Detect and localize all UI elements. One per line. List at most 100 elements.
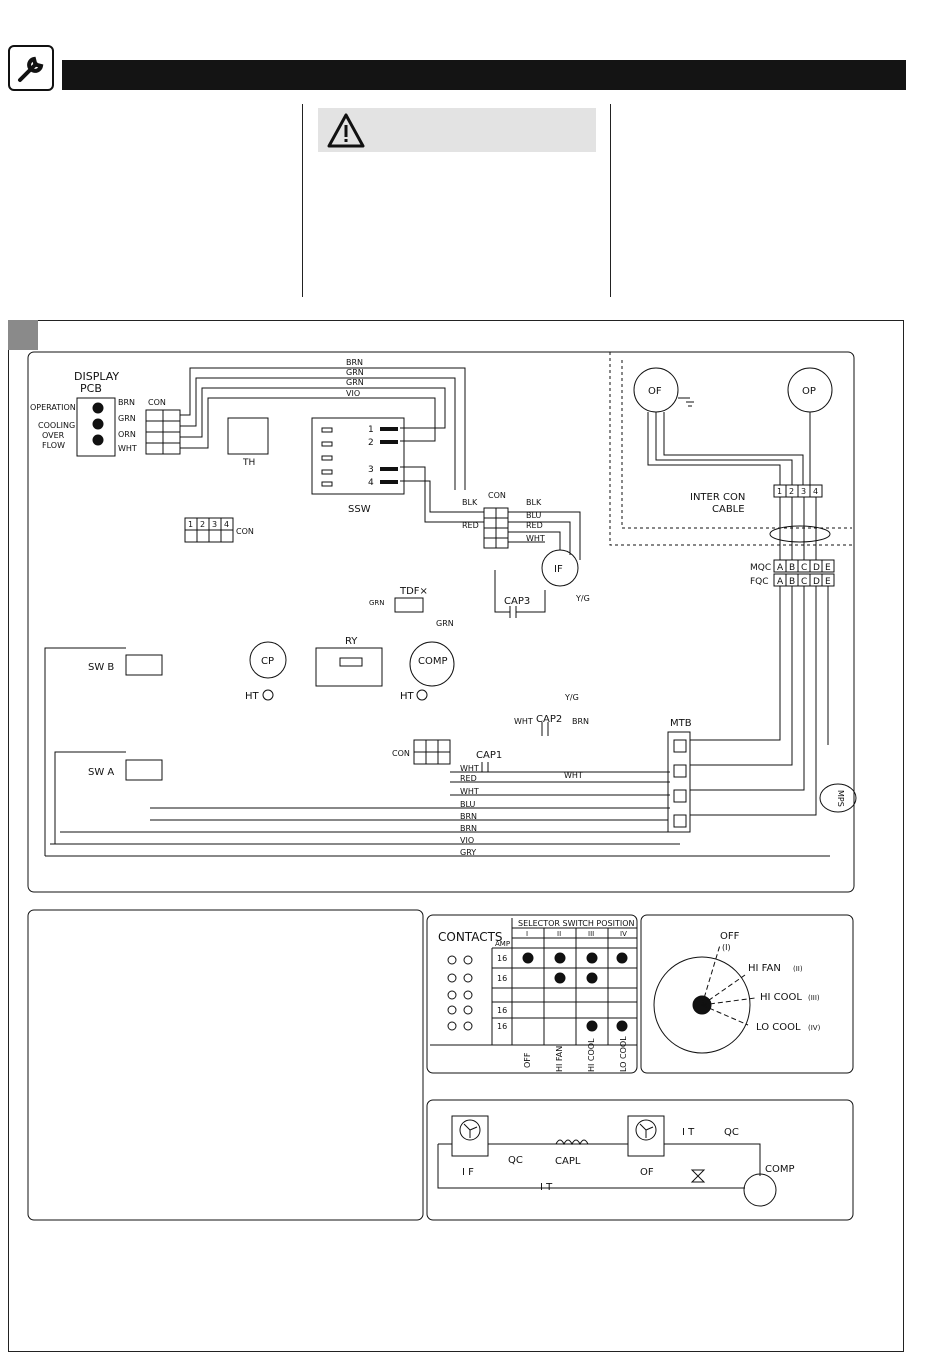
wrench-icon [8,45,54,91]
con-label: CON [392,749,410,758]
top-wire-bundle [180,367,466,490]
dial-hi-fan: HI FAN [748,963,781,974]
wire-label: WHT [118,444,137,453]
con-label: CON [488,491,506,500]
contact-closed-dot [616,1020,628,1032]
wire-label: WHT [460,787,479,796]
contact-closed-dot [586,1020,598,1032]
footer-hi-cool: HI COOL [587,1038,596,1072]
over-label: OVER [42,431,65,440]
display-pcb-box [76,397,116,457]
wire-label: GRY [460,848,476,857]
position-label: II [557,930,561,938]
wire-label: Y/G [575,594,590,603]
con-label: CON [236,527,254,536]
amp-value: 16 [497,974,507,983]
ssw-label: SSW [348,504,371,515]
con-label: CON [148,398,166,407]
mtb-terminals [673,739,687,828]
position-label: IV [620,930,627,938]
column-divider-right [610,104,611,297]
pin-letter: B [789,577,795,587]
amp-label: AMP [495,940,510,948]
wire-label: RED [460,774,477,783]
selector-position-header: SELECTOR SWITCH POSITION [518,919,635,928]
dial-lo-cool: LO COOL [756,1022,801,1033]
indoor-fan-motor [541,549,579,587]
wire-label: Y/G [564,693,579,702]
column-divider-left [302,104,303,297]
ht-label: HT [245,691,260,702]
switch-a-label: SW A [88,767,114,778]
wire-label: GRN [346,368,364,377]
ssw-terminal: 2 [368,438,374,448]
selector-table [430,918,637,1046]
figure-frame [8,320,904,1352]
compressor-connector [413,739,451,765]
refrig-it-label-2: I T [540,1182,553,1193]
compressor-motor [409,641,455,687]
inter-con-cable-label: INTER CON [690,492,745,503]
wire-label: GRN [346,378,364,387]
wire-label: ORN [118,430,136,439]
pin-number: 2 [200,520,205,529]
pin-letter: E [825,577,831,587]
refrig-if-label: I F [462,1167,474,1178]
thermostat-box [227,417,269,455]
switch-a-box [125,759,163,781]
selector-dial-panel [640,914,854,1074]
cap3-label: CAP3 [504,596,530,607]
dial-off-pos: (I) [722,943,731,952]
pin-letter: A [777,563,784,573]
relay-box [315,647,383,687]
cooling-label: COOLING [38,421,75,430]
wire-label: BRN [460,812,477,821]
notes-panel [27,909,424,1221]
outdoor-boundary [609,352,852,546]
cp-label: CP [261,656,274,667]
pin-number: 1 [777,487,782,496]
relay-coil [339,657,363,667]
selector-table-panel [426,914,638,1074]
wrench-glyph [18,56,44,82]
pin-letter: B [789,563,795,573]
amp-value: 16 [497,1022,507,1031]
ssw-terminal: 1 [368,425,374,435]
selector-switch-box [311,417,405,495]
ssw-terminal: 3 [368,465,374,475]
display-pcb-label: DISPLAY [74,370,119,383]
refrig-it-label: I T [682,1127,695,1138]
wire-label: BRN [118,398,135,407]
op-label: OP [802,386,816,397]
outdoor-inner-boundary [621,360,852,529]
wire-label: BLU [526,511,542,520]
wire-label: GRN [118,414,136,423]
pin-number: 4 [813,487,818,496]
warning-panel [318,108,596,152]
cap1-label: CAP1 [476,750,502,761]
footer-lo-cool: LO COOL [619,1036,628,1072]
main-terminal-block [667,731,691,833]
mqc-label: MQC [750,563,771,573]
wire-label: GRN [436,619,454,628]
contact-closed-dot [554,972,566,984]
fan-icon [459,1119,481,1141]
contact-symbols [447,955,473,1031]
wire-label: BRN [346,358,363,367]
led-overflow [92,434,104,446]
refrig-of-label: OF [640,1167,654,1178]
refrig-qc-label-2: QC [724,1127,739,1138]
switch-b-label: SW B [88,662,114,673]
footer-hi-fan: HI FAN [555,1046,564,1072]
refrigerant-panel [426,1099,854,1221]
pin-number: 1 [188,520,193,529]
inter-con-cable-label-2: CABLE [712,504,745,515]
operation-label: OPERATION [30,403,76,412]
fqc-label: FQC [750,577,769,587]
warning-triangle-icon [327,113,365,148]
ssw-terminal-bars [380,427,398,484]
contact-closed-dot [586,952,598,964]
refrig-qc-label: QC [508,1155,523,1166]
section-header-bar [62,60,906,90]
relay-label: RY [345,636,358,647]
